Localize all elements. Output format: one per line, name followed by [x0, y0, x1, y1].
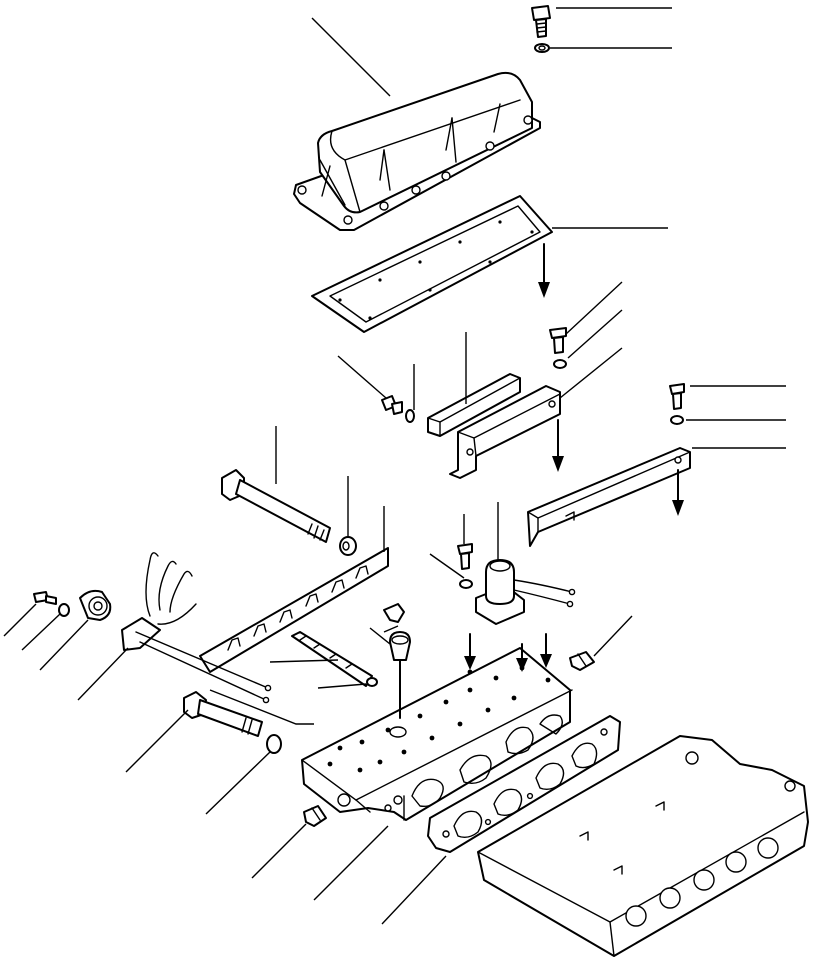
sleeve: [389, 631, 411, 661]
long-bolt-lower: [183, 691, 263, 737]
breather-plug: [569, 651, 595, 671]
mounting-bracket: [449, 385, 561, 479]
bracket-bolt: [549, 327, 567, 369]
bolt-nut-upper: [339, 536, 357, 556]
leader-lines: [3, 7, 786, 925]
bolt-nut-lower: [266, 734, 282, 754]
separator-strip: [199, 547, 389, 673]
wire-harness: [121, 552, 272, 704]
rail-bolt: [669, 383, 685, 425]
plug: [383, 603, 405, 623]
plate-bolt: [381, 395, 415, 423]
connector-bolt: [33, 591, 70, 617]
solenoid-valve: [475, 559, 576, 625]
valve-body: [301, 647, 573, 821]
guide-rail: [527, 447, 691, 547]
valve-spool: [291, 631, 378, 687]
cover-plate: [427, 373, 521, 437]
cover-bolt: [531, 5, 551, 38]
separator-plate: [427, 715, 621, 853]
drain-plug: [303, 805, 327, 827]
solenoid-bolt: [457, 543, 473, 589]
cover-gasket: [311, 195, 553, 333]
long-bolt-upper: [221, 469, 331, 543]
valve-housing: [477, 735, 809, 957]
valve-cover: [293, 71, 541, 231]
connector: [79, 589, 112, 621]
cover-washer: [534, 43, 550, 53]
